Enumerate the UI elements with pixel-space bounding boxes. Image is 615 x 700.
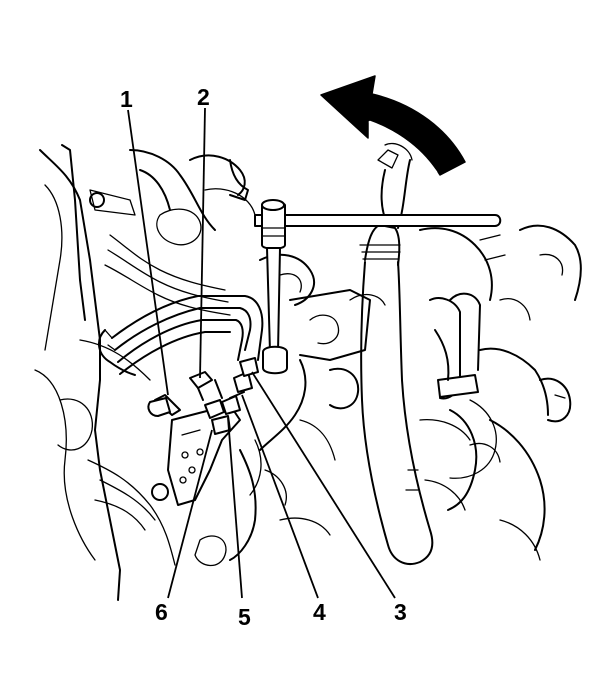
- line-fittings: [189, 357, 259, 435]
- fuel-line-bundle: [98, 295, 264, 376]
- wrench-tool: [254, 199, 502, 375]
- engine-background-right: [405, 224, 582, 561]
- callout-3: 3: [394, 599, 407, 625]
- callout-1: 1: [120, 86, 133, 112]
- coolant-hose: [359, 142, 434, 565]
- engine-background-left: [34, 144, 256, 601]
- callout-4: 4: [313, 599, 326, 625]
- callout-5: 5: [238, 604, 251, 630]
- rotation-arrow-icon: [320, 75, 466, 176]
- callout-leaders: [127, 107, 396, 599]
- callout-2: 2: [197, 84, 210, 110]
- callout-6: 6: [155, 599, 168, 625]
